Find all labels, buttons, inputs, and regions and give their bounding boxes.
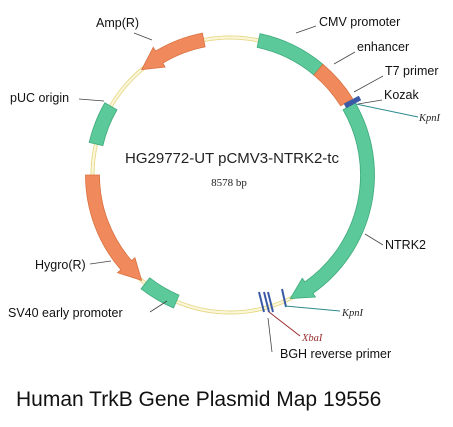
- features-layer: [85, 32, 375, 309]
- figure-caption: Human TrkB Gene Plasmid Map 19556: [16, 388, 382, 411]
- t7-primer-marker: [343, 95, 362, 109]
- amp-arc: [140, 32, 206, 71]
- ntrk2-arc: [289, 102, 375, 300]
- kpn1-top-label: KpnI: [418, 113, 441, 124]
- xba1-label: XbaI: [301, 333, 323, 344]
- leader-lines: [78, 25, 384, 353]
- xba1-site: XbaI: [268, 311, 323, 344]
- cmv-promoter-arc: [256, 33, 324, 76]
- kpn1-bottom-label: KpnI: [341, 308, 364, 319]
- plasmid-name: HG29772-UT pCMV3-NTRK2-tc: [125, 150, 339, 167]
- enhancer-arc: [313, 63, 354, 107]
- kpn1-bottom-site: KpnI: [281, 288, 364, 319]
- kpn1-top-site: KpnI: [355, 103, 441, 124]
- puc-origin-arc: [88, 102, 118, 147]
- label-amp: Amp(R): [96, 16, 139, 30]
- label-bgh-reverse-primer: BGH reverse primer: [280, 347, 391, 361]
- label-sv40: SV40 early promoter: [8, 306, 123, 320]
- plasmid-size: 8578 bp: [211, 177, 247, 189]
- bgh-primer-marker: [258, 291, 274, 313]
- label-puc-origin: pUC origin: [10, 91, 69, 105]
- sv40-promoter-arc: [140, 277, 180, 309]
- label-hygro: Hygro(R): [35, 258, 86, 272]
- label-t7-primer: T7 primer: [385, 64, 438, 78]
- hygro-arc: [85, 174, 143, 281]
- label-cmv-promoter: CMV promoter: [319, 15, 400, 29]
- label-enhancer: enhancer: [357, 40, 409, 54]
- label-kozak: Kozak: [384, 88, 419, 102]
- label-ntrk2: NTRK2: [385, 238, 426, 252]
